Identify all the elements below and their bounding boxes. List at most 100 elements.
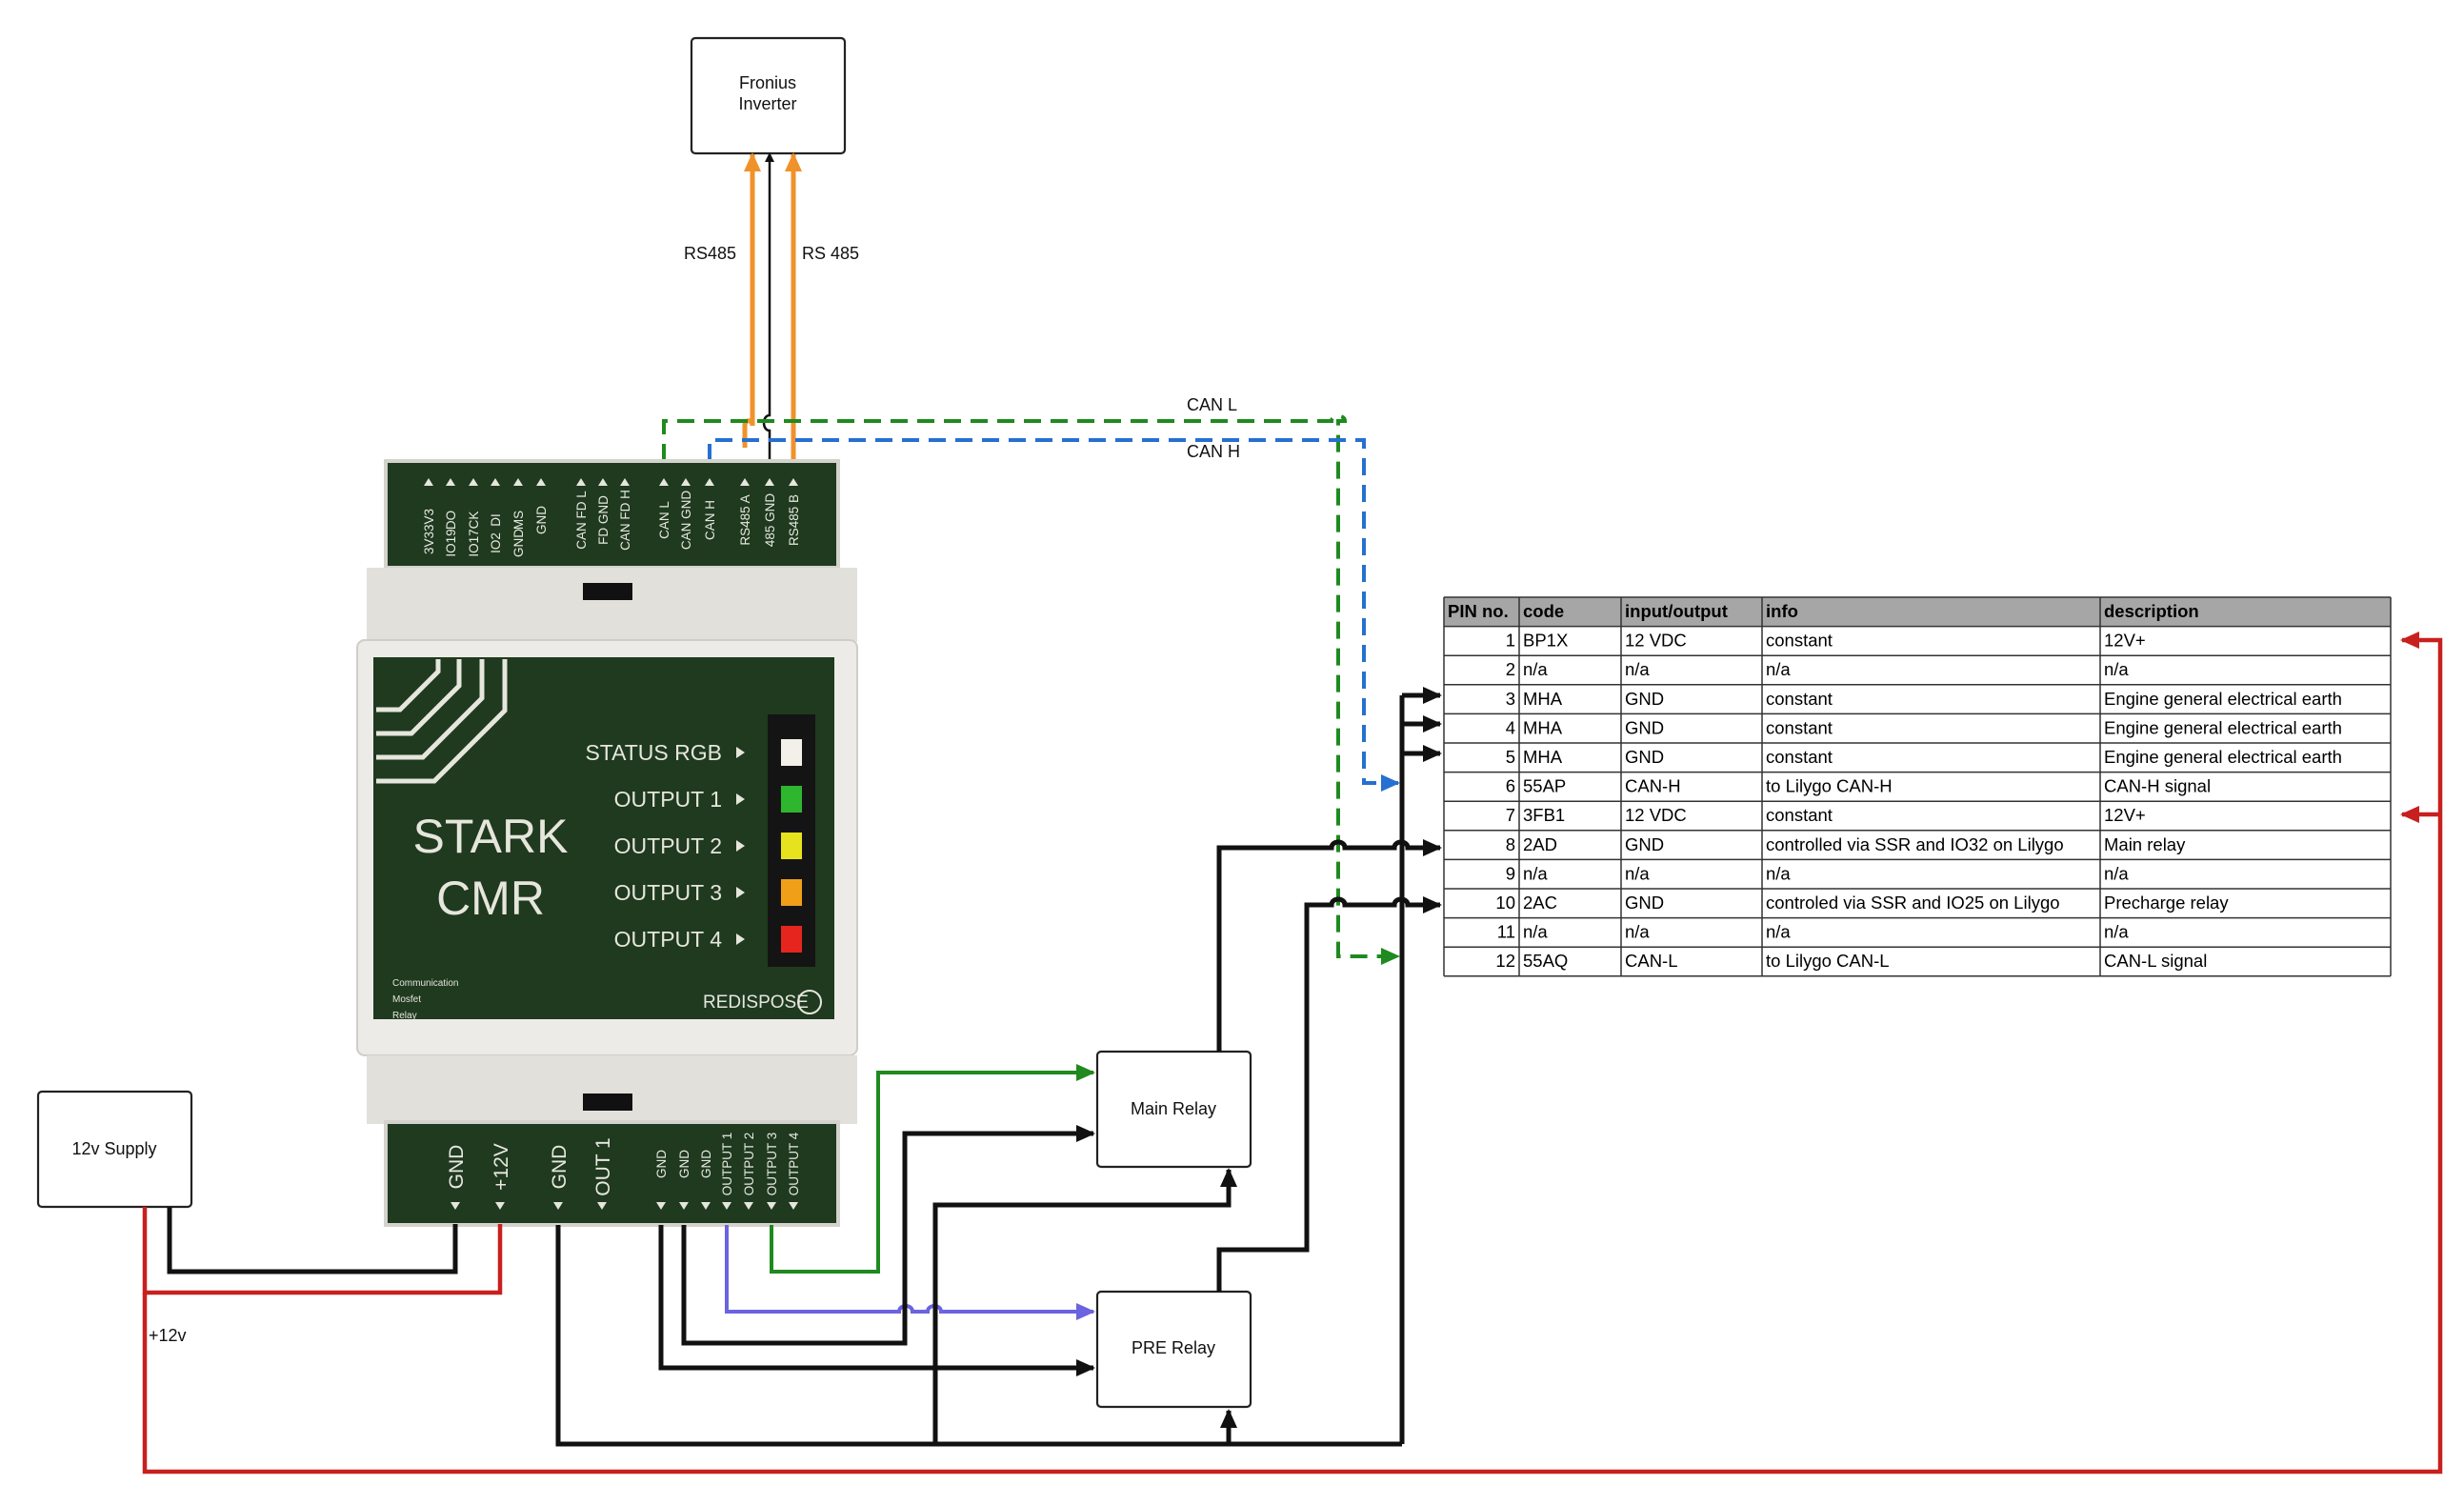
table-cell: CAN-H signal bbox=[2104, 776, 2211, 796]
table-cell: 12 VDC bbox=[1625, 631, 1687, 651]
table-cell: 4 bbox=[1506, 717, 1515, 737]
red-12v-bus bbox=[142, 632, 2443, 1475]
table-cell: constant bbox=[1766, 717, 1833, 737]
rs485-label-right: RS 485 bbox=[802, 244, 859, 263]
top-pin-label-row2: IO19 bbox=[444, 529, 458, 556]
led-label: STATUS RGB bbox=[585, 740, 722, 765]
table-cell: controlled via SSR and IO32 on Lilygo bbox=[1766, 834, 2064, 854]
table-cell: CAN-L bbox=[1625, 951, 1678, 971]
table-cell: n/a bbox=[1766, 659, 1791, 679]
triangle-up-icon bbox=[681, 478, 691, 486]
table-cell: constant bbox=[1766, 689, 1833, 709]
table-cell: Engine general electrical earth bbox=[2104, 717, 2342, 737]
triangle-down-icon bbox=[789, 1202, 798, 1210]
triangle-down-icon bbox=[597, 1202, 607, 1210]
triangle-up-icon bbox=[536, 478, 546, 486]
triangle-right-icon bbox=[736, 793, 745, 805]
bottom-pin-label: OUTPUT 3 bbox=[765, 1133, 779, 1196]
table-cell: 12V+ bbox=[2104, 805, 2146, 825]
top-pin-label-row2: GND bbox=[511, 529, 526, 557]
bottom-terminal-label: OUT 1 bbox=[592, 1137, 614, 1195]
corner-decoration bbox=[376, 659, 508, 784]
led-label: OUTPUT 3 bbox=[614, 880, 722, 905]
rs485-gnd-wire bbox=[762, 152, 774, 461]
table-cell: Main relay bbox=[2104, 834, 2186, 854]
table-cell: Precharge relay bbox=[2104, 893, 2229, 913]
pre-relay-to-pin10 bbox=[1216, 896, 1442, 1292]
lower-clip-slot bbox=[583, 1094, 632, 1111]
triangle-down-icon bbox=[722, 1202, 731, 1210]
table-cell: n/a bbox=[1766, 922, 1791, 942]
status-led bbox=[781, 926, 802, 953]
table-cell: GND bbox=[1625, 689, 1664, 709]
status-led bbox=[781, 833, 802, 859]
device-title-cmr: CMR bbox=[436, 872, 545, 925]
supply-label: 12v Supply bbox=[71, 1139, 156, 1158]
triangle-up-icon bbox=[424, 478, 433, 486]
table-cell: n/a bbox=[2104, 863, 2129, 883]
bottom-pin-label: OUTPUT 1 bbox=[720, 1133, 734, 1196]
table-cell: 2 bbox=[1506, 659, 1515, 679]
bottom-terminal-block bbox=[384, 1120, 840, 1227]
top-pin-label: RS485 A bbox=[738, 494, 752, 545]
top-pin-label-row2: IO2 bbox=[489, 532, 503, 553]
table-cell: GND bbox=[1625, 717, 1664, 737]
table-header-cell: input/output bbox=[1625, 601, 1728, 621]
pre-relay-box: PRE Relay bbox=[1095, 1290, 1252, 1409]
supply-12v-wire bbox=[142, 1207, 503, 1295]
top-pin-label: RS485 B bbox=[787, 494, 801, 546]
triangle-right-icon bbox=[736, 887, 745, 898]
table-header-cell: PIN no. bbox=[1448, 601, 1509, 621]
table-cell: 3FB1 bbox=[1523, 805, 1565, 825]
top-pin-label: CK bbox=[467, 512, 481, 530]
upper-clip-slot bbox=[583, 583, 632, 600]
table-cell: n/a bbox=[1625, 922, 1650, 942]
table-cell: GND bbox=[1625, 747, 1664, 767]
status-led bbox=[781, 739, 802, 766]
top-pin-label: FD GND bbox=[596, 495, 611, 545]
table-cell: Engine general electrical earth bbox=[2104, 747, 2342, 767]
table-cell: n/a bbox=[1523, 659, 1548, 679]
table-cell: MHA bbox=[1523, 717, 1563, 737]
stark-cmr-device: STARK CMR Communication Mosfet Relay RED… bbox=[356, 459, 858, 1227]
top-pin-label-row2: 3V3 bbox=[422, 532, 436, 554]
triangle-right-icon bbox=[736, 840, 745, 852]
bottom-pin-label: GND bbox=[654, 1150, 669, 1178]
table-cell: n/a bbox=[1625, 863, 1650, 883]
table-header-cell: code bbox=[1523, 601, 1564, 621]
led-label: OUTPUT 2 bbox=[614, 833, 722, 858]
table-cell: to Lilygo CAN-L bbox=[1766, 951, 1890, 971]
table-cell: n/a bbox=[1625, 659, 1650, 679]
supply-box: 12v Supply bbox=[36, 1090, 193, 1209]
table-cell: n/a bbox=[1523, 922, 1548, 942]
triangle-down-icon bbox=[744, 1202, 753, 1210]
table-cell: GND bbox=[1625, 834, 1664, 854]
triangle-up-icon bbox=[659, 478, 669, 486]
table-cell: MHA bbox=[1523, 747, 1563, 767]
lower-housing bbox=[367, 1055, 857, 1124]
can-l-wire bbox=[662, 413, 1400, 965]
triangle-up-icon bbox=[740, 478, 750, 486]
gnd-to-pre-relay bbox=[658, 1225, 1095, 1376]
table-cell: 7 bbox=[1506, 805, 1515, 825]
triangle-up-icon bbox=[446, 478, 455, 486]
triangle-down-icon bbox=[451, 1202, 460, 1210]
top-pin-label: 3V3 bbox=[422, 509, 436, 532]
table-cell: 1 bbox=[1506, 631, 1515, 651]
table-cell: controled via SSR and IO25 on Lilygo bbox=[1766, 893, 2060, 913]
device-subtitle-1: Communication bbox=[392, 978, 458, 989]
device-subtitle-2: Mosfet bbox=[392, 994, 421, 1005]
table-cell: 12 bbox=[1495, 951, 1515, 971]
main-relay-label: Main Relay bbox=[1131, 1099, 1216, 1118]
triangle-down-icon bbox=[553, 1202, 563, 1210]
table-cell: n/a bbox=[2104, 659, 2129, 679]
triangle-up-icon bbox=[765, 478, 774, 486]
triangle-down-icon bbox=[495, 1202, 505, 1210]
bottom-pin-label: OUTPUT 4 bbox=[787, 1132, 801, 1195]
table-cell: 9 bbox=[1506, 863, 1515, 883]
upper-housing bbox=[367, 568, 857, 642]
gnd-bus-bottom bbox=[555, 1225, 1402, 1447]
